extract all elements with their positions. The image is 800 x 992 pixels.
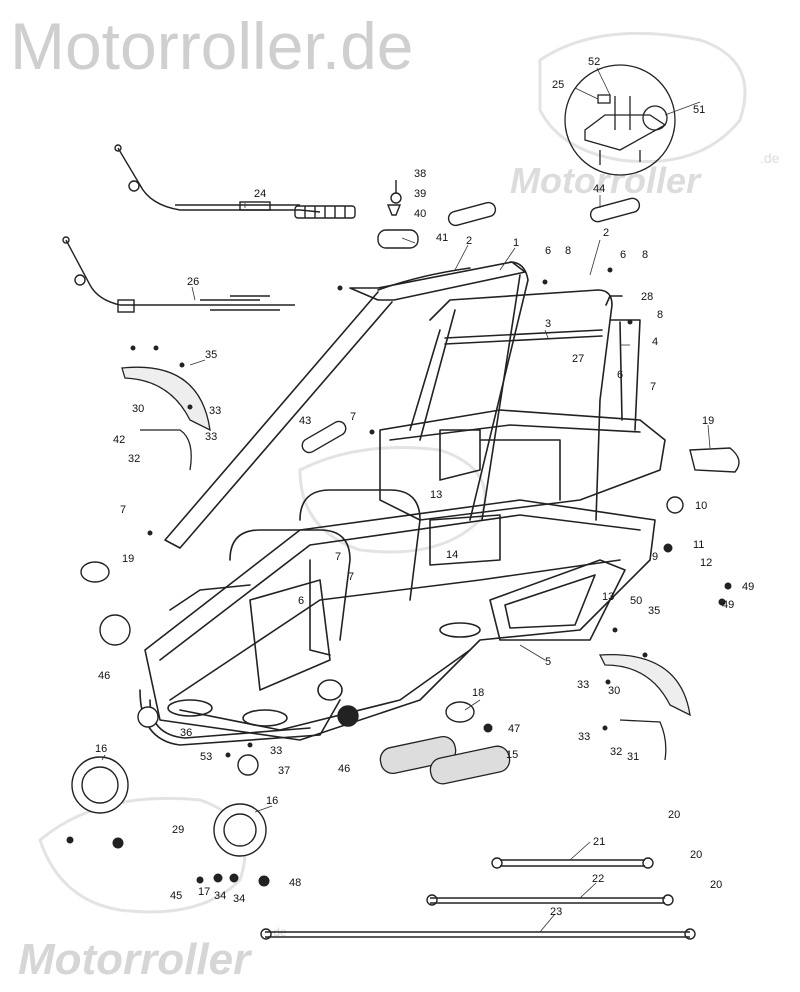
fenders bbox=[121, 366, 691, 761]
callout-2: 2 bbox=[466, 235, 472, 247]
handle-grips bbox=[301, 180, 641, 454]
callout-39: 39 bbox=[414, 188, 426, 200]
callout-29: 29 bbox=[172, 824, 184, 836]
callout-3: 3 bbox=[545, 318, 551, 330]
callout-32: 32 bbox=[610, 746, 622, 758]
callout-30: 30 bbox=[608, 685, 620, 697]
callout-24: 24 bbox=[254, 188, 266, 200]
callout-48: 48 bbox=[289, 877, 301, 889]
callout-6: 6 bbox=[545, 245, 551, 257]
callout-2: 2 bbox=[603, 227, 609, 239]
callout-34: 34 bbox=[233, 893, 245, 905]
callout-36: 36 bbox=[180, 727, 192, 739]
callout-41: 41 bbox=[436, 232, 448, 244]
callout-46: 46 bbox=[338, 763, 350, 775]
callout-7: 7 bbox=[350, 411, 356, 423]
callout-16: 16 bbox=[95, 743, 107, 755]
callout-7: 7 bbox=[335, 551, 341, 563]
callout-40: 40 bbox=[414, 208, 426, 220]
callout-17: 17 bbox=[198, 886, 210, 898]
callout-53: 53 bbox=[200, 751, 212, 763]
callout-8: 8 bbox=[657, 309, 663, 321]
callout-19: 19 bbox=[122, 553, 134, 565]
callout-43: 43 bbox=[299, 415, 311, 427]
callout-1: 1 bbox=[513, 237, 519, 249]
tie-rods bbox=[260, 857, 696, 940]
callout-47: 47 bbox=[508, 723, 520, 735]
fasteners bbox=[66, 267, 732, 887]
callout-45: 45 bbox=[170, 890, 182, 902]
callout-27: 27 bbox=[572, 353, 584, 365]
callout-33: 33 bbox=[205, 431, 217, 443]
callout-6: 6 bbox=[620, 249, 626, 261]
callout-7: 7 bbox=[120, 504, 126, 516]
callout-35: 35 bbox=[205, 349, 217, 361]
callout-33: 33 bbox=[270, 745, 282, 757]
throttle-cable bbox=[114, 144, 356, 219]
callout-37: 37 bbox=[278, 765, 290, 777]
callout-23: 23 bbox=[550, 906, 562, 918]
callout-38: 38 bbox=[414, 168, 426, 180]
scooter-watermark-icon bbox=[38, 31, 747, 914]
callout-31: 31 bbox=[627, 751, 639, 763]
callout-labels: 1 2 2 3 4 5 6 6 6 6 7 7 7 7 7 8 8 8 9 10… bbox=[95, 56, 754, 918]
watermark-middle: Motorroller bbox=[510, 160, 701, 201]
callout-44: 44 bbox=[593, 183, 605, 195]
callout-10: 10 bbox=[695, 500, 707, 512]
callout-21: 21 bbox=[593, 836, 605, 848]
callout-4: 4 bbox=[652, 336, 658, 348]
callout-15: 15 bbox=[506, 749, 518, 761]
callout-7: 7 bbox=[348, 571, 354, 583]
callout-35: 35 bbox=[648, 605, 660, 617]
brake-cable bbox=[62, 236, 295, 313]
callout-20: 20 bbox=[668, 809, 680, 821]
callout-32: 32 bbox=[128, 453, 140, 465]
callout-51: 51 bbox=[693, 104, 705, 116]
watermark-top: Motorroller.de bbox=[10, 9, 414, 83]
callout-20: 20 bbox=[710, 879, 722, 891]
callout-13: 13 bbox=[602, 591, 614, 603]
callout-33: 33 bbox=[577, 679, 589, 691]
callout-30: 30 bbox=[132, 403, 144, 415]
frame-assembly bbox=[139, 261, 666, 746]
callout-8: 8 bbox=[565, 245, 571, 257]
callout-7: 7 bbox=[650, 381, 656, 393]
callout-46: 46 bbox=[98, 670, 110, 682]
callout-42: 42 bbox=[113, 434, 125, 446]
callout-12: 12 bbox=[700, 557, 712, 569]
callout-18: 18 bbox=[472, 687, 484, 699]
watermark-middle-suffix: .de bbox=[760, 150, 780, 166]
watermark-bottom: Motorroller bbox=[18, 935, 251, 984]
callout-9: 9 bbox=[652, 551, 658, 563]
callout-52: 52 bbox=[588, 56, 600, 68]
callout-14: 14 bbox=[446, 549, 458, 561]
callout-5: 5 bbox=[545, 656, 551, 668]
callout-16: 16 bbox=[266, 795, 278, 807]
callout-33: 33 bbox=[209, 405, 221, 417]
callout-26: 26 bbox=[187, 276, 199, 288]
callout-50: 50 bbox=[630, 595, 642, 607]
callout-25: 25 bbox=[552, 79, 564, 91]
callout-20: 20 bbox=[690, 849, 702, 861]
foot-pads bbox=[379, 735, 511, 785]
callout-34: 34 bbox=[214, 890, 226, 902]
callout-11: 11 bbox=[693, 539, 704, 551]
callout-22: 22 bbox=[592, 873, 604, 885]
lamps bbox=[71, 447, 740, 857]
callout-13: 13 bbox=[430, 489, 442, 501]
callout-6: 6 bbox=[617, 369, 623, 381]
leader-lines bbox=[101, 67, 711, 933]
callout-28: 28 bbox=[641, 291, 653, 303]
callout-6: 6 bbox=[298, 595, 304, 607]
callout-49: 49 bbox=[722, 599, 734, 611]
callout-33: 33 bbox=[578, 731, 590, 743]
callout-8: 8 bbox=[642, 249, 648, 261]
callout-49: 49 bbox=[742, 581, 754, 593]
callout-19: 19 bbox=[702, 415, 714, 427]
